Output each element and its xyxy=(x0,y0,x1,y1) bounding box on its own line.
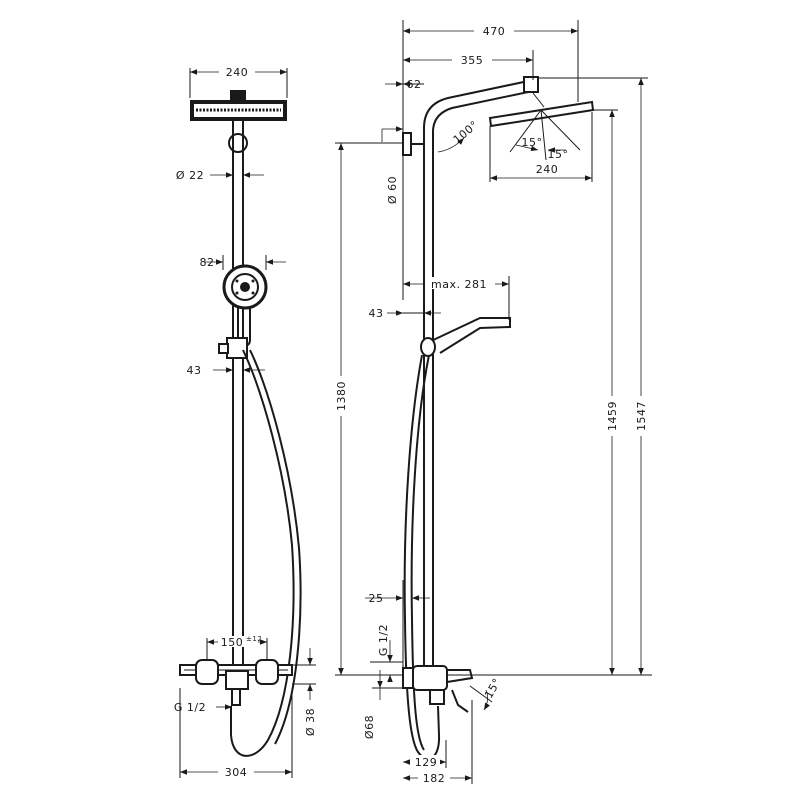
dim-connection-spacing: 150 xyxy=(221,636,244,649)
dim-spout-gap: 25 xyxy=(369,592,384,605)
dim-head-width-front: 240 xyxy=(226,66,249,79)
dim-handshower-front: 82 xyxy=(200,256,215,269)
dim-hand-reach: max. 281 xyxy=(431,278,487,291)
dim-head-width-side: 240 xyxy=(536,163,559,176)
dim-arm-angle: 100° xyxy=(451,118,481,146)
thermostat-mixer-side xyxy=(402,665,474,713)
dim-holder-front: 43 xyxy=(187,364,202,377)
dim-mixer-depth: 182 xyxy=(423,772,446,785)
shower-arm-side xyxy=(423,79,534,675)
dim-total-reach: 470 xyxy=(483,25,506,38)
dim-rail-height: 1380 xyxy=(335,381,348,411)
dim-base-diameter: Ø68 xyxy=(363,715,376,739)
dim-tilt-right: 15° xyxy=(548,148,569,161)
side-view: 15° 15° 240 470 355 62 100° Ø 60 xyxy=(333,20,652,785)
wall-bracket xyxy=(402,132,412,156)
dim-mixer-width: 304 xyxy=(225,766,248,779)
dim-thread-side: G 1/2 xyxy=(377,624,390,656)
overhead-shower-front xyxy=(190,90,287,121)
dim-pipe-diameter: Ø 22 xyxy=(176,169,204,182)
dim-mixer-diameter: Ø 38 xyxy=(304,708,317,736)
shower-hose-front xyxy=(230,349,295,757)
dim-spout-depth: 129 xyxy=(415,756,438,769)
hand-shower-front xyxy=(222,264,268,348)
hand-shower-side xyxy=(420,317,511,357)
dim-tilt-left: 15° xyxy=(522,136,543,149)
dim-rosette: Ø 60 xyxy=(386,176,399,204)
front-view: 240 Ø 22 82 43 xyxy=(174,65,317,779)
dim-head-height-inner: 1459 xyxy=(606,401,619,431)
swivel-joint xyxy=(228,133,248,153)
dim-connection-tolerance: ±12 xyxy=(246,635,262,643)
dim-spout-angle: 15° xyxy=(482,676,504,701)
dim-head-height-total: 1547 xyxy=(635,401,648,431)
dim-arm-reach: 355 xyxy=(461,54,484,67)
dim-wall-offset: 62 xyxy=(407,78,422,91)
dim-thread-front: G 1/2 xyxy=(174,701,206,714)
dim-holder-side: 43 xyxy=(369,307,384,320)
shower-holder-front xyxy=(226,337,248,359)
thermostat-mixer-front xyxy=(179,659,293,706)
